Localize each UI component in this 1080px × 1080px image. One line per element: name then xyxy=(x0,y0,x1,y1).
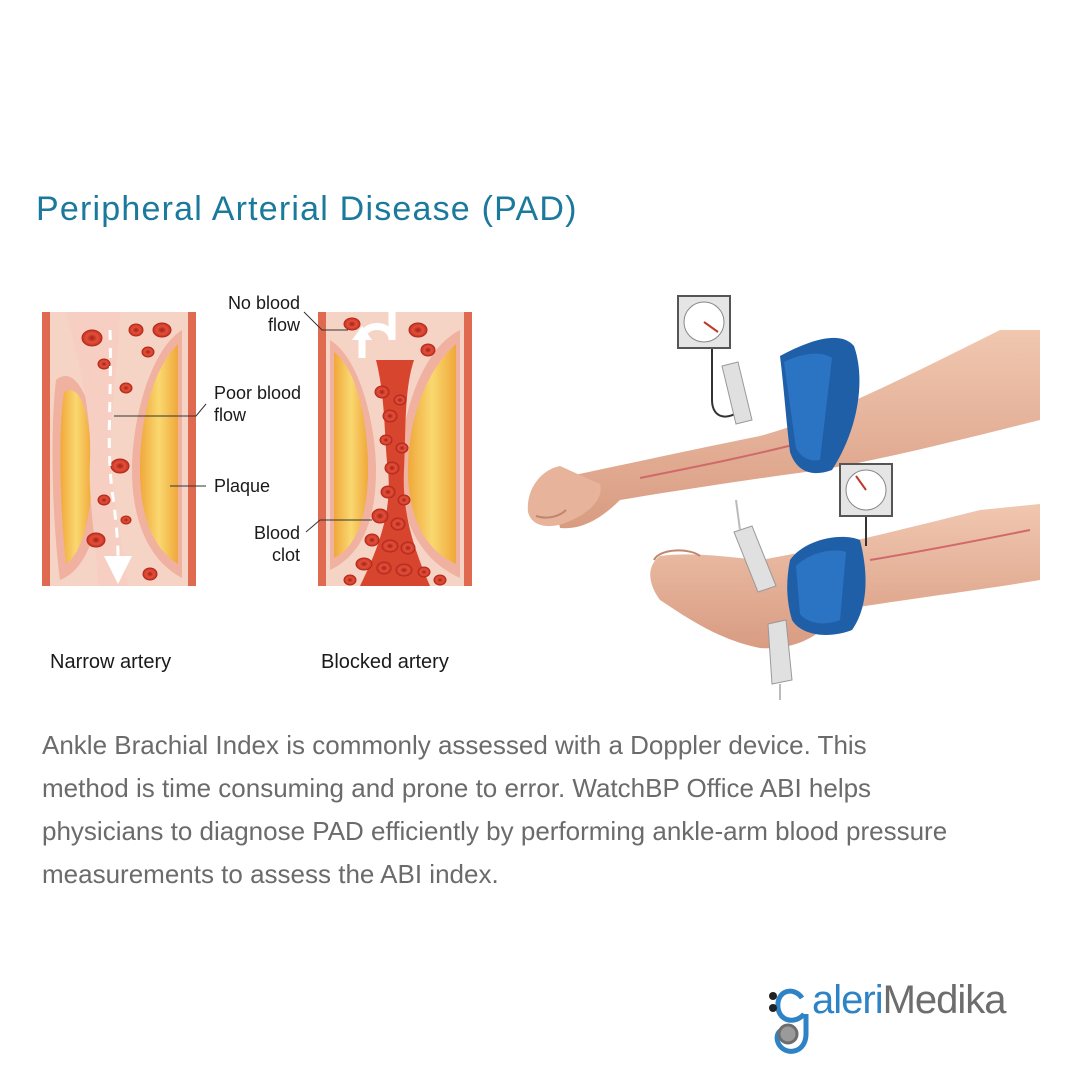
arm-with-cuff-graphic xyxy=(527,295,1040,529)
blood-clot-line1: Blood xyxy=(253,523,300,543)
stethoscope-logo-icon xyxy=(769,988,809,1054)
description-line: Ankle Brachial Index is commonly assesse… xyxy=(42,730,867,760)
poor-blood-flow-label: Poor blood flow xyxy=(214,382,301,426)
no-blood-flow-label: No blood flow xyxy=(222,292,300,336)
description-line: method is time consuming and prone to er… xyxy=(42,773,872,803)
leg-with-cuff-graphic xyxy=(650,463,1040,700)
description-paragraph: Ankle Brachial Index is commonly assesse… xyxy=(42,724,1052,896)
brand-logo-part2: Medika xyxy=(882,978,1007,1022)
description-line: physicians to diagnose PAD efficiently b… xyxy=(42,816,948,846)
narrow-artery-graphic xyxy=(42,312,196,586)
description-line: measurements to assess the ABI index. xyxy=(42,859,499,889)
page-title: Peripheral Arterial Disease (PAD) xyxy=(36,190,578,228)
blocked-artery-graphic xyxy=(318,312,472,586)
blocked-artery-caption: Blocked artery xyxy=(321,651,449,673)
label-leader-lines xyxy=(114,311,372,533)
plaque-label: Plaque xyxy=(214,476,271,496)
narrow-artery-caption: Narrow artery xyxy=(50,651,172,673)
blood-clot-label: Blood clot xyxy=(246,522,300,566)
brand-logo-part1: aleri xyxy=(812,978,884,1022)
blood-clot-line2: clot xyxy=(271,545,300,565)
poor-blood-flow-line2: flow xyxy=(214,405,247,425)
no-blood-flow-line1: No blood xyxy=(227,293,300,313)
poor-blood-flow-line1: Poor blood xyxy=(214,383,302,403)
brand-logo: aleriMedika xyxy=(812,978,1007,1023)
no-blood-flow-line2: flow xyxy=(267,315,300,335)
